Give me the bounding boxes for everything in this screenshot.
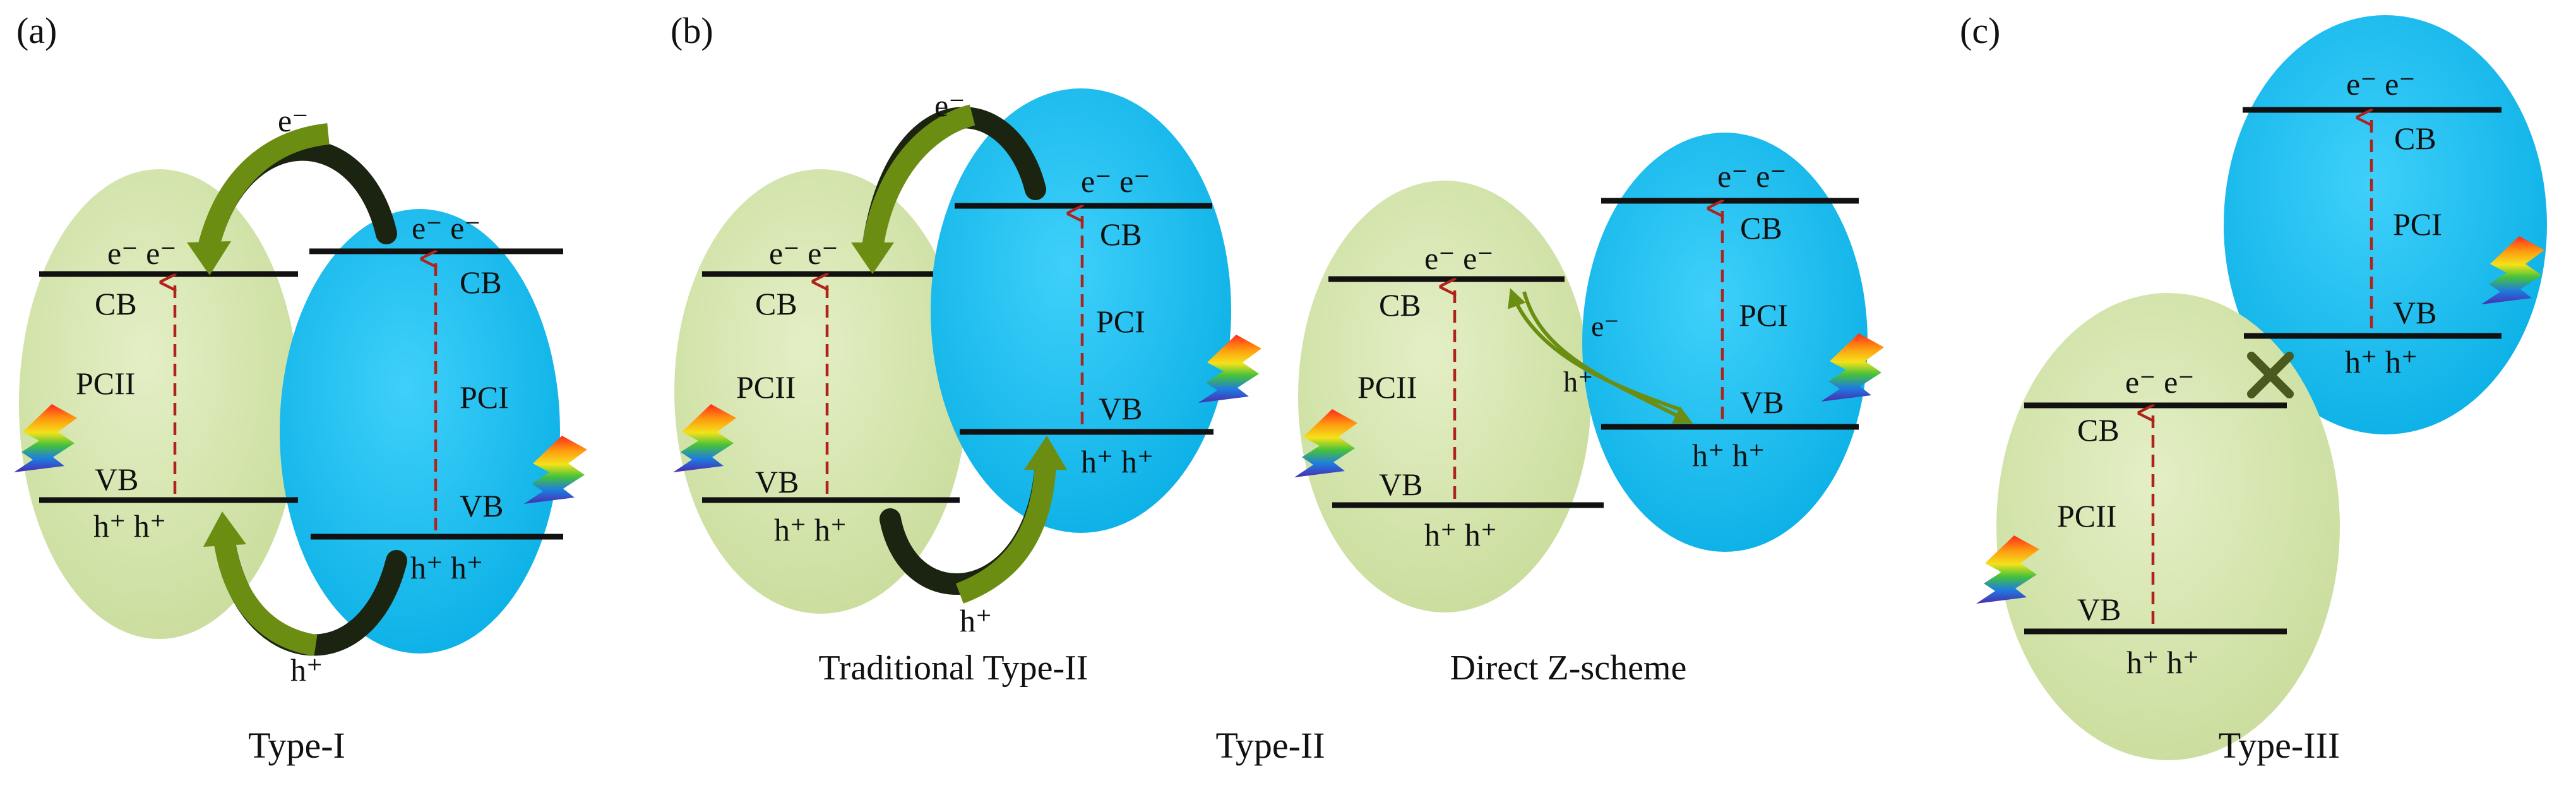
pci-vb-label: VB <box>460 488 503 523</box>
pci-holes: h⁺ h⁺ <box>410 550 483 585</box>
pci-label: PCI <box>1096 304 1145 339</box>
pcii-vb-label: VB <box>755 464 799 499</box>
pcii-cb-label: CB <box>755 286 797 321</box>
pci-particle <box>1582 133 1868 552</box>
pci-cb-label: CB <box>1100 217 1142 252</box>
pci-holes: h⁺ h⁺ <box>1692 438 1765 473</box>
traditional-type-ii-label: Traditional Type-II <box>819 648 1088 688</box>
pci-label: PCI <box>1739 297 1788 333</box>
pcii-label: PCII <box>736 369 796 405</box>
pci-electrons: e⁻ e⁻ <box>412 210 481 246</box>
panel-c: (c) e⁻ e⁻ CB PCI VB h⁺ h⁺ e⁻ e⁻ CB PCII … <box>1960 10 2547 766</box>
pci-holes: h⁺ h⁺ <box>1081 444 1154 479</box>
pci-label: PCI <box>2393 206 2442 242</box>
pcii-electrons: e⁻ e⁻ <box>1424 241 1494 276</box>
pci-cb-label: CB <box>1740 210 1782 246</box>
pcii-electrons: e⁻ e⁻ <box>107 236 177 271</box>
pcii-label: PCII <box>2057 498 2116 534</box>
pcii-particle <box>1996 293 2340 760</box>
panel-a: (a) e⁻ e⁻ CB PCII VB h⁺ h⁺ e⁻ e⁻ CB PCI … <box>14 10 587 766</box>
pcii-label: PCII <box>1357 369 1417 405</box>
panel-c-tag: (c) <box>1960 10 2000 51</box>
pci-vb-label: VB <box>1740 385 1784 420</box>
pci-vb-label: VB <box>2393 295 2436 330</box>
hole-label: h⁺ <box>960 603 992 638</box>
pcii-electrons: e⁻ e⁻ <box>2125 364 2195 400</box>
pcii-vb-label: VB <box>95 462 138 497</box>
hole-label: h⁺ <box>1563 366 1593 398</box>
pci-particle <box>931 88 1231 533</box>
pci-vb-label: VB <box>1099 391 1142 426</box>
pci-particle <box>2224 15 2547 434</box>
electron-label: e⁻ <box>934 88 965 123</box>
panel-a-caption: Type-I <box>248 725 345 766</box>
pcii-electrons: e⁻ e⁻ <box>769 236 838 271</box>
blocked-cross-icon <box>2247 352 2294 398</box>
pci-cb-label: CB <box>460 265 502 300</box>
pcii-holes: h⁺ h⁺ <box>774 512 847 547</box>
electron-label: e⁻ <box>278 103 309 138</box>
pcii-holes: h⁺ h⁺ <box>93 508 166 544</box>
pci-holes: h⁺ h⁺ <box>2345 344 2418 379</box>
pci-electrons: e⁻ e⁻ <box>1717 158 1787 194</box>
pcii-cb-label: CB <box>95 286 137 321</box>
pcii-cb-label: CB <box>2077 412 2120 448</box>
pci-electrons: e⁻ e⁻ <box>1081 164 1150 199</box>
pcii-cb-label: CB <box>1379 287 1421 323</box>
pcii-vb-label: VB <box>1379 467 1422 502</box>
pci-label: PCI <box>460 379 509 415</box>
pcii-label: PCII <box>76 366 135 401</box>
pcii-holes: h⁺ h⁺ <box>2126 645 2199 680</box>
direct-z-scheme-label: Direct Z-scheme <box>1450 648 1687 688</box>
z-scheme-hole-arrow-icon <box>1508 288 1680 411</box>
panel-b: (b) e⁻ e⁻ CB PCII VB h⁺ h⁺ e⁻ e⁻ CB PCI … <box>671 10 1884 766</box>
panel-a-tag: (a) <box>16 10 57 51</box>
pci-electrons: e⁻ e⁻ <box>2346 66 2416 102</box>
pci-particle <box>280 209 560 654</box>
panel-b-caption: Type-II <box>1215 725 1325 766</box>
pcii-vb-label: VB <box>2077 592 2121 627</box>
panel-b-tag: (b) <box>671 10 713 51</box>
hole-label: h⁺ <box>290 652 323 688</box>
z-scheme-electron-arrow-icon <box>1522 291 1693 424</box>
pcii-holes: h⁺ h⁺ <box>1424 517 1497 552</box>
pci-cb-label: CB <box>2394 121 2436 156</box>
electron-label: e⁻ <box>1591 310 1619 342</box>
panel-c-caption: Type-III <box>2219 725 2340 766</box>
